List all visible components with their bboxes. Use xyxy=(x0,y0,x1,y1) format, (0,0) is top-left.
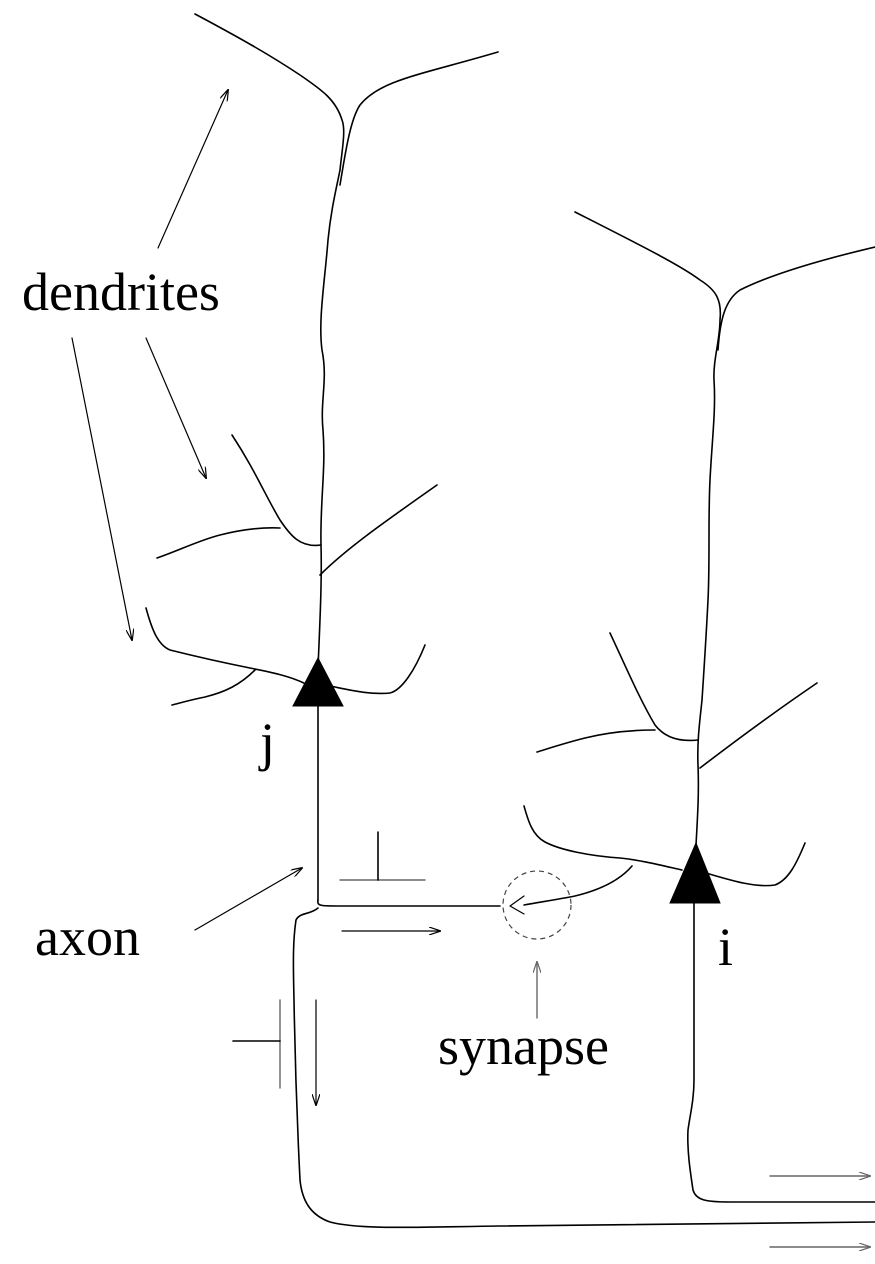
neuron-i-soma xyxy=(670,843,720,903)
axon-pointer-arrow xyxy=(195,868,302,930)
signal-arrows xyxy=(316,931,870,1247)
dendrites-label: dendrites xyxy=(22,262,220,322)
neuron-i-label: i xyxy=(718,917,733,977)
neuron-j-axon-branch-right xyxy=(318,900,500,906)
synapse-cleft-mark xyxy=(510,896,524,914)
dendrites-arrow-mid xyxy=(146,338,206,478)
neuron-j-mid-left-branch xyxy=(232,435,321,545)
synapse-circle xyxy=(503,871,571,939)
neuron-i-mid-left-sub-branch xyxy=(537,730,655,752)
neuron-j-upper-right-branch xyxy=(340,52,498,185)
axon-label: axon xyxy=(35,907,140,967)
neuron-j-basal-right-dendrite xyxy=(330,645,425,693)
neuron-i-basal-left-sub-dendrite xyxy=(524,866,632,905)
dendrites-arrow-up xyxy=(158,90,228,248)
neuron-j-mid-left-sub-branch xyxy=(157,528,280,558)
neuron-i-apical-dendrite xyxy=(575,212,720,845)
neuron-j-mid-right-branch xyxy=(320,485,437,575)
neuron-i-axon xyxy=(688,903,875,1202)
neuron-j-basal-left-dendrite xyxy=(146,608,306,684)
dendrites-arrow-low xyxy=(72,338,132,640)
synapse-region xyxy=(503,871,571,1018)
block-symbols xyxy=(233,832,425,1088)
neuron-i-basal-right-dendrite xyxy=(706,843,805,886)
neuron-i-upper-right-branch xyxy=(718,247,875,350)
neuron-j-label: j xyxy=(258,712,275,772)
neuron-j-basal-left-sub-dendrite xyxy=(172,670,255,705)
label-pointers xyxy=(72,90,302,930)
neuron-j-apical-dendrite xyxy=(195,14,344,668)
neuron-i-mid-left-branch xyxy=(610,633,698,740)
neuron-i-mid-right-branch xyxy=(700,683,817,768)
neuron-i-basal-left-dendrite xyxy=(524,806,682,870)
synapse-label: synapse xyxy=(438,1016,609,1076)
